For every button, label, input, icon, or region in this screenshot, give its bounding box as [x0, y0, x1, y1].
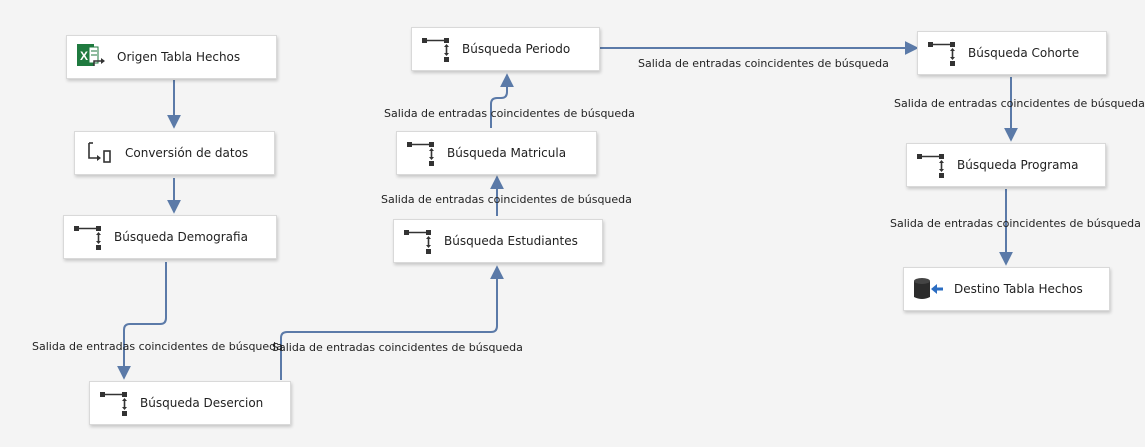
flow-label-matricula-periodo: Salida de entradas coincidentes de búsqu… — [384, 107, 635, 120]
lookup-icon — [420, 34, 454, 64]
node-label: Búsqueda Estudiantes — [444, 234, 578, 248]
node-label: Origen Tabla Hechos — [117, 50, 241, 64]
node-busqueda-estudiantes[interactable]: Búsqueda Estudiantes — [393, 219, 603, 263]
node-busqueda-demografia[interactable]: Búsqueda Demografia — [63, 215, 277, 259]
node-destino-tabla-hechos[interactable]: Destino Tabla Hechos — [903, 267, 1110, 311]
node-label: Búsqueda Desercion — [140, 396, 264, 410]
node-busqueda-desercion[interactable]: Búsqueda Desercion — [89, 381, 291, 425]
connector-desercion-estudiantes — [280, 265, 504, 380]
node-busqueda-matricula[interactable]: Búsqueda Matricula — [396, 131, 597, 175]
node-label: Búsqueda Cohorte — [968, 46, 1080, 60]
lookup-icon — [72, 222, 106, 252]
node-label: Destino Tabla Hechos — [954, 282, 1083, 296]
node-label: Conversión de datos — [125, 146, 249, 160]
lookup-icon — [98, 388, 132, 418]
flow-label-estudiantes-matricula: Salida de entradas coincidentes de búsqu… — [381, 193, 632, 206]
node-busqueda-cohorte[interactable]: Búsqueda Cohorte — [917, 31, 1107, 75]
database-destination-icon — [912, 274, 946, 304]
node-label: Búsqueda Periodo — [462, 42, 571, 56]
connector-demografia-desercion — [117, 262, 167, 380]
node-conversion-de-datos[interactable]: Conversión de datos — [74, 131, 275, 175]
flow-label-periodo-cohorte: Salida de entradas coincidentes de búsqu… — [638, 57, 889, 70]
connector-matricula-periodo — [490, 73, 514, 128]
data-conversion-icon — [83, 138, 117, 168]
node-origen-tabla-hechos[interactable]: X Origen Tabla Hechos — [66, 35, 277, 79]
flow-label-cohorte-programa: Salida de entradas coincidentes de búsqu… — [894, 97, 1145, 110]
node-label: Búsqueda Programa — [957, 158, 1079, 172]
svg-text:X: X — [80, 49, 88, 63]
node-label: Búsqueda Matricula — [447, 146, 567, 160]
lookup-icon — [405, 138, 439, 168]
lookup-icon — [402, 226, 436, 256]
node-label: Búsqueda Demografia — [114, 230, 248, 244]
lookup-icon — [915, 150, 949, 180]
flow-label-desercion-estudiantes: Salida de entradas coincidentes de búsqu… — [272, 341, 523, 354]
node-busqueda-periodo[interactable]: Búsqueda Periodo — [411, 27, 600, 71]
lookup-icon — [926, 38, 960, 68]
flow-label-programa-destino: Salida de entradas coincidentes de búsqu… — [890, 217, 1141, 230]
excel-source-icon: X — [75, 42, 109, 72]
node-busqueda-programa[interactable]: Búsqueda Programa — [906, 143, 1106, 187]
flow-label-demografia-desercion: Salida de entradas coincidentes de búsqu… — [32, 340, 283, 353]
